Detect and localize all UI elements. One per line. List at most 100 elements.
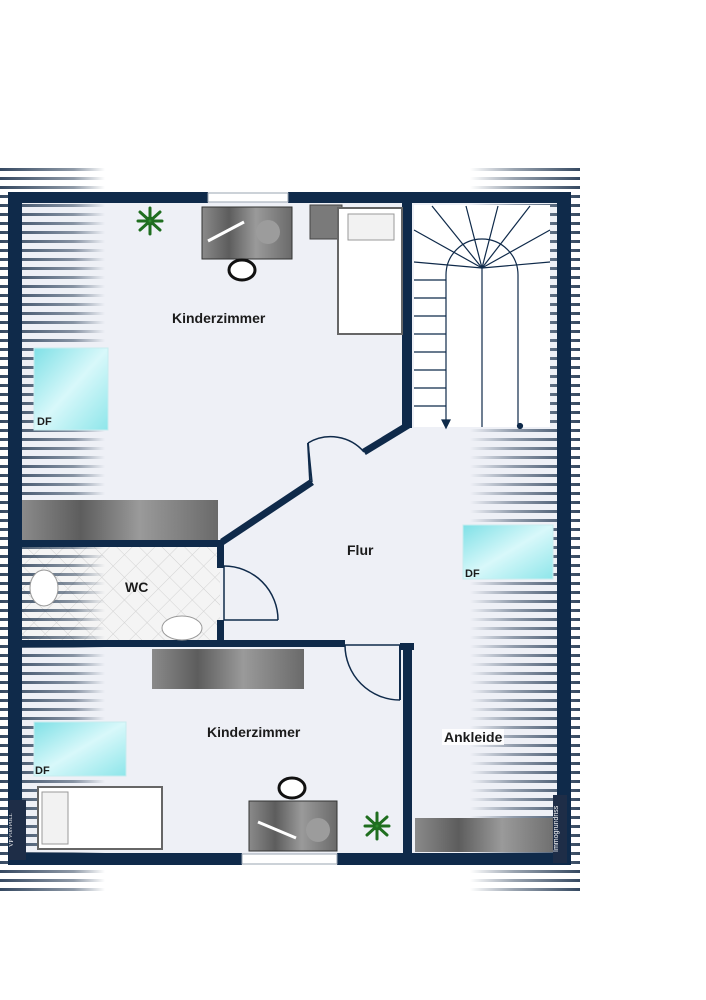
slope-line-right	[470, 735, 580, 738]
slope-line-right	[470, 771, 580, 774]
logo-name: VON POLL	[9, 813, 14, 838]
slope-line-right	[470, 168, 580, 171]
window-top	[207, 192, 289, 203]
slope-line-right	[470, 717, 580, 720]
room-label-wc: WC	[125, 579, 149, 595]
slope-line-left	[0, 285, 105, 288]
slope-line-left	[0, 330, 105, 333]
staircase	[413, 205, 551, 430]
slope-line-right	[470, 627, 580, 630]
skylights	[33, 347, 554, 777]
slope-line-left	[0, 609, 105, 612]
slope-line-right	[470, 744, 580, 747]
slope-line-right	[470, 636, 580, 639]
slope-line-right	[470, 816, 580, 819]
wardrobe-bottom	[152, 649, 304, 689]
slope-line-right	[470, 600, 580, 603]
slope-line-right	[470, 582, 580, 585]
slope-line-right	[470, 780, 580, 783]
slope-line-left	[0, 888, 105, 891]
slope-line-left	[0, 312, 105, 315]
slope-line-left	[0, 438, 105, 441]
slope-line-left	[0, 555, 105, 558]
slope-line-right	[470, 501, 580, 504]
slope-line-right	[470, 519, 580, 522]
slope-line-left	[0, 447, 105, 450]
slope-line-right	[470, 672, 580, 675]
slope-line-right	[470, 798, 580, 801]
walls	[8, 192, 571, 865]
logo: VP VON POLL	[9, 800, 26, 860]
brand-vertical-text: Immogrundriss	[553, 795, 567, 863]
slope-line-left	[0, 321, 105, 324]
room-label-kinderzimmer-top: Kinderzimmer	[172, 310, 266, 326]
slope-line-right	[470, 447, 580, 450]
room-label-ankleide: Ankleide	[442, 729, 505, 745]
slope-line-left	[0, 240, 105, 243]
skylight-3	[33, 721, 127, 777]
slope-line-left	[0, 303, 105, 306]
wc-basin	[161, 615, 203, 641]
slope-line-left	[0, 690, 105, 693]
slope-line-left	[0, 483, 105, 486]
slope-line-right	[470, 888, 580, 891]
slope-line-left	[0, 258, 105, 261]
plant-bottom	[363, 811, 391, 841]
slope-line-right	[470, 807, 580, 810]
slope-line-right	[470, 879, 580, 882]
slope-line-left	[0, 294, 105, 297]
slope-line-right	[470, 492, 580, 495]
slope-line-right	[470, 177, 580, 180]
wc-toilet	[29, 569, 59, 607]
skylight-label-1: DF	[37, 416, 52, 428]
skylight-1	[33, 347, 109, 431]
slope-line-right	[470, 609, 580, 612]
chair-bottom	[277, 776, 307, 800]
slope-line-left	[0, 636, 105, 639]
slope-line-right	[470, 438, 580, 441]
slope-line-right	[470, 699, 580, 702]
plant-top	[136, 206, 164, 236]
slope-line-left	[0, 339, 105, 342]
slope-line-left	[0, 474, 105, 477]
slope-line-left	[0, 492, 105, 495]
slope-line-left	[0, 177, 105, 180]
slope-line-right	[470, 690, 580, 693]
slope-line-right	[470, 618, 580, 621]
slope-line-right	[470, 789, 580, 792]
room-label-kinderzimmer-bottom: Kinderzimmer	[207, 724, 301, 740]
slope-line-right	[470, 510, 580, 513]
diagonal-wall-upper	[362, 421, 412, 455]
slope-line-right	[470, 726, 580, 729]
slope-line-left	[0, 672, 105, 675]
slope-line-left	[0, 870, 105, 873]
slope-line-left	[0, 222, 105, 225]
slope-line-left	[0, 663, 105, 666]
slope-line-left	[0, 249, 105, 252]
slope-line-right	[470, 465, 580, 468]
slope-line-left	[0, 879, 105, 882]
slope-line-left	[0, 186, 105, 189]
ankleide-wardrobe	[415, 818, 560, 852]
slope-line-left	[0, 708, 105, 711]
skylight-2	[462, 524, 554, 580]
slope-line-left	[0, 717, 105, 720]
slope-line-right	[470, 474, 580, 477]
logo-initials: VP	[9, 839, 15, 847]
chair-top	[227, 258, 257, 282]
slope-line-right	[470, 681, 580, 684]
slope-line-left	[0, 213, 105, 216]
slope-line-left	[0, 456, 105, 459]
slope-line-left	[0, 267, 105, 270]
slope-line-right	[470, 429, 580, 432]
slope-line-right	[470, 753, 580, 756]
door-kinderzimmer-top	[307, 436, 365, 483]
wardrobe-top	[22, 500, 218, 540]
slope-line-right	[470, 708, 580, 711]
room-label-flur: Flur	[347, 542, 374, 558]
slope-line-right	[470, 456, 580, 459]
slope-line-right	[470, 870, 580, 873]
slope-line-left	[0, 564, 105, 567]
slope-line-left	[0, 231, 105, 234]
slope-line-left	[0, 654, 105, 657]
